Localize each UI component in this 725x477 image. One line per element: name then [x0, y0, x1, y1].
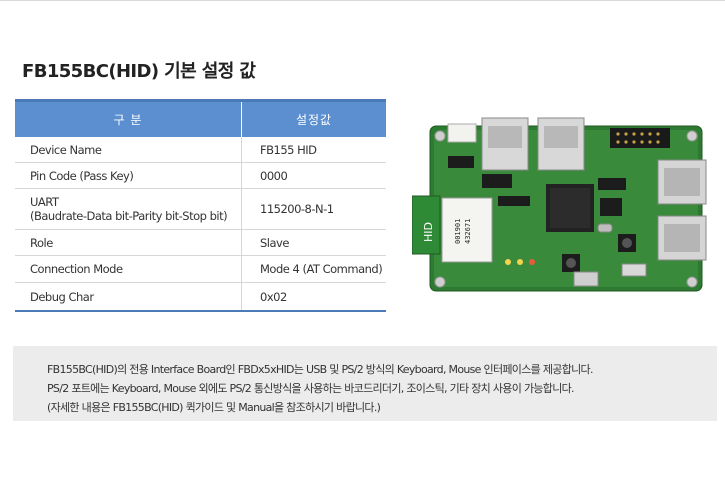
row-label: Connection Mode — [30, 262, 123, 276]
row-label: Role — [30, 235, 53, 250]
row-label: Device Name — [30, 142, 102, 157]
note-line-1: FB155BC(HID)의 전용 Interface Board인 FBDx5x… — [47, 363, 593, 376]
header-value: 설정값 — [295, 113, 333, 127]
description-box: FB155BC(HID)의 전용 Interface Board인 FBDx5x… — [13, 346, 717, 421]
page-title: FB155BC(HID) 기본 설정 값 — [22, 61, 256, 82]
table-row: Pin Code (Pass Key) 0000 — [15, 163, 386, 189]
row-value: 0x02 — [260, 289, 287, 304]
header-category: 구 분 — [15, 102, 242, 137]
top-divider — [0, 0, 725, 1]
row-label: Pin Code (Pass Key) — [30, 168, 134, 183]
note-line-3: (자세한 내용은 FB155BC(HID) 퀵가이드 및 Manual을 참조하… — [47, 401, 381, 414]
table-row: Role Slave — [15, 230, 386, 256]
row-value: FB155 HID — [260, 142, 317, 157]
interface-board-photo: HID 001901 432671 — [412, 117, 707, 292]
row-value: 115200-8-N-1 — [260, 202, 334, 216]
table-row: Debug Char 0x02 — [15, 283, 386, 310]
row-label: Debug Char — [30, 289, 94, 304]
table-row: Device Name FB155 HID — [15, 137, 386, 163]
row-label-detail: (Baudrate-Data bit-Parity bit-Stop bit) — [30, 209, 228, 223]
settings-table: 구 분 설정값 Device Name FB155 HID Pin Code (… — [15, 99, 386, 312]
table-header: 구 분 설정값 — [15, 102, 386, 137]
module-code-2: 432671 — [464, 219, 472, 244]
note-line-2: PS/2 포트에는 Keyboard, Mouse 외에도 PS/2 통신방식을… — [47, 382, 575, 395]
table-row: Connection Mode Mode 4 (AT Command) — [15, 256, 386, 283]
module-code-1: 001901 — [454, 219, 462, 244]
module-label: HID — [422, 222, 435, 242]
row-value: Slave — [260, 235, 289, 250]
row-value: 0000 — [260, 168, 288, 183]
row-label: UART — [30, 195, 59, 209]
row-value: Mode 4 (AT Command) — [260, 262, 383, 276]
table-row: UART (Baudrate-Data bit-Parity bit-Stop … — [15, 189, 386, 230]
